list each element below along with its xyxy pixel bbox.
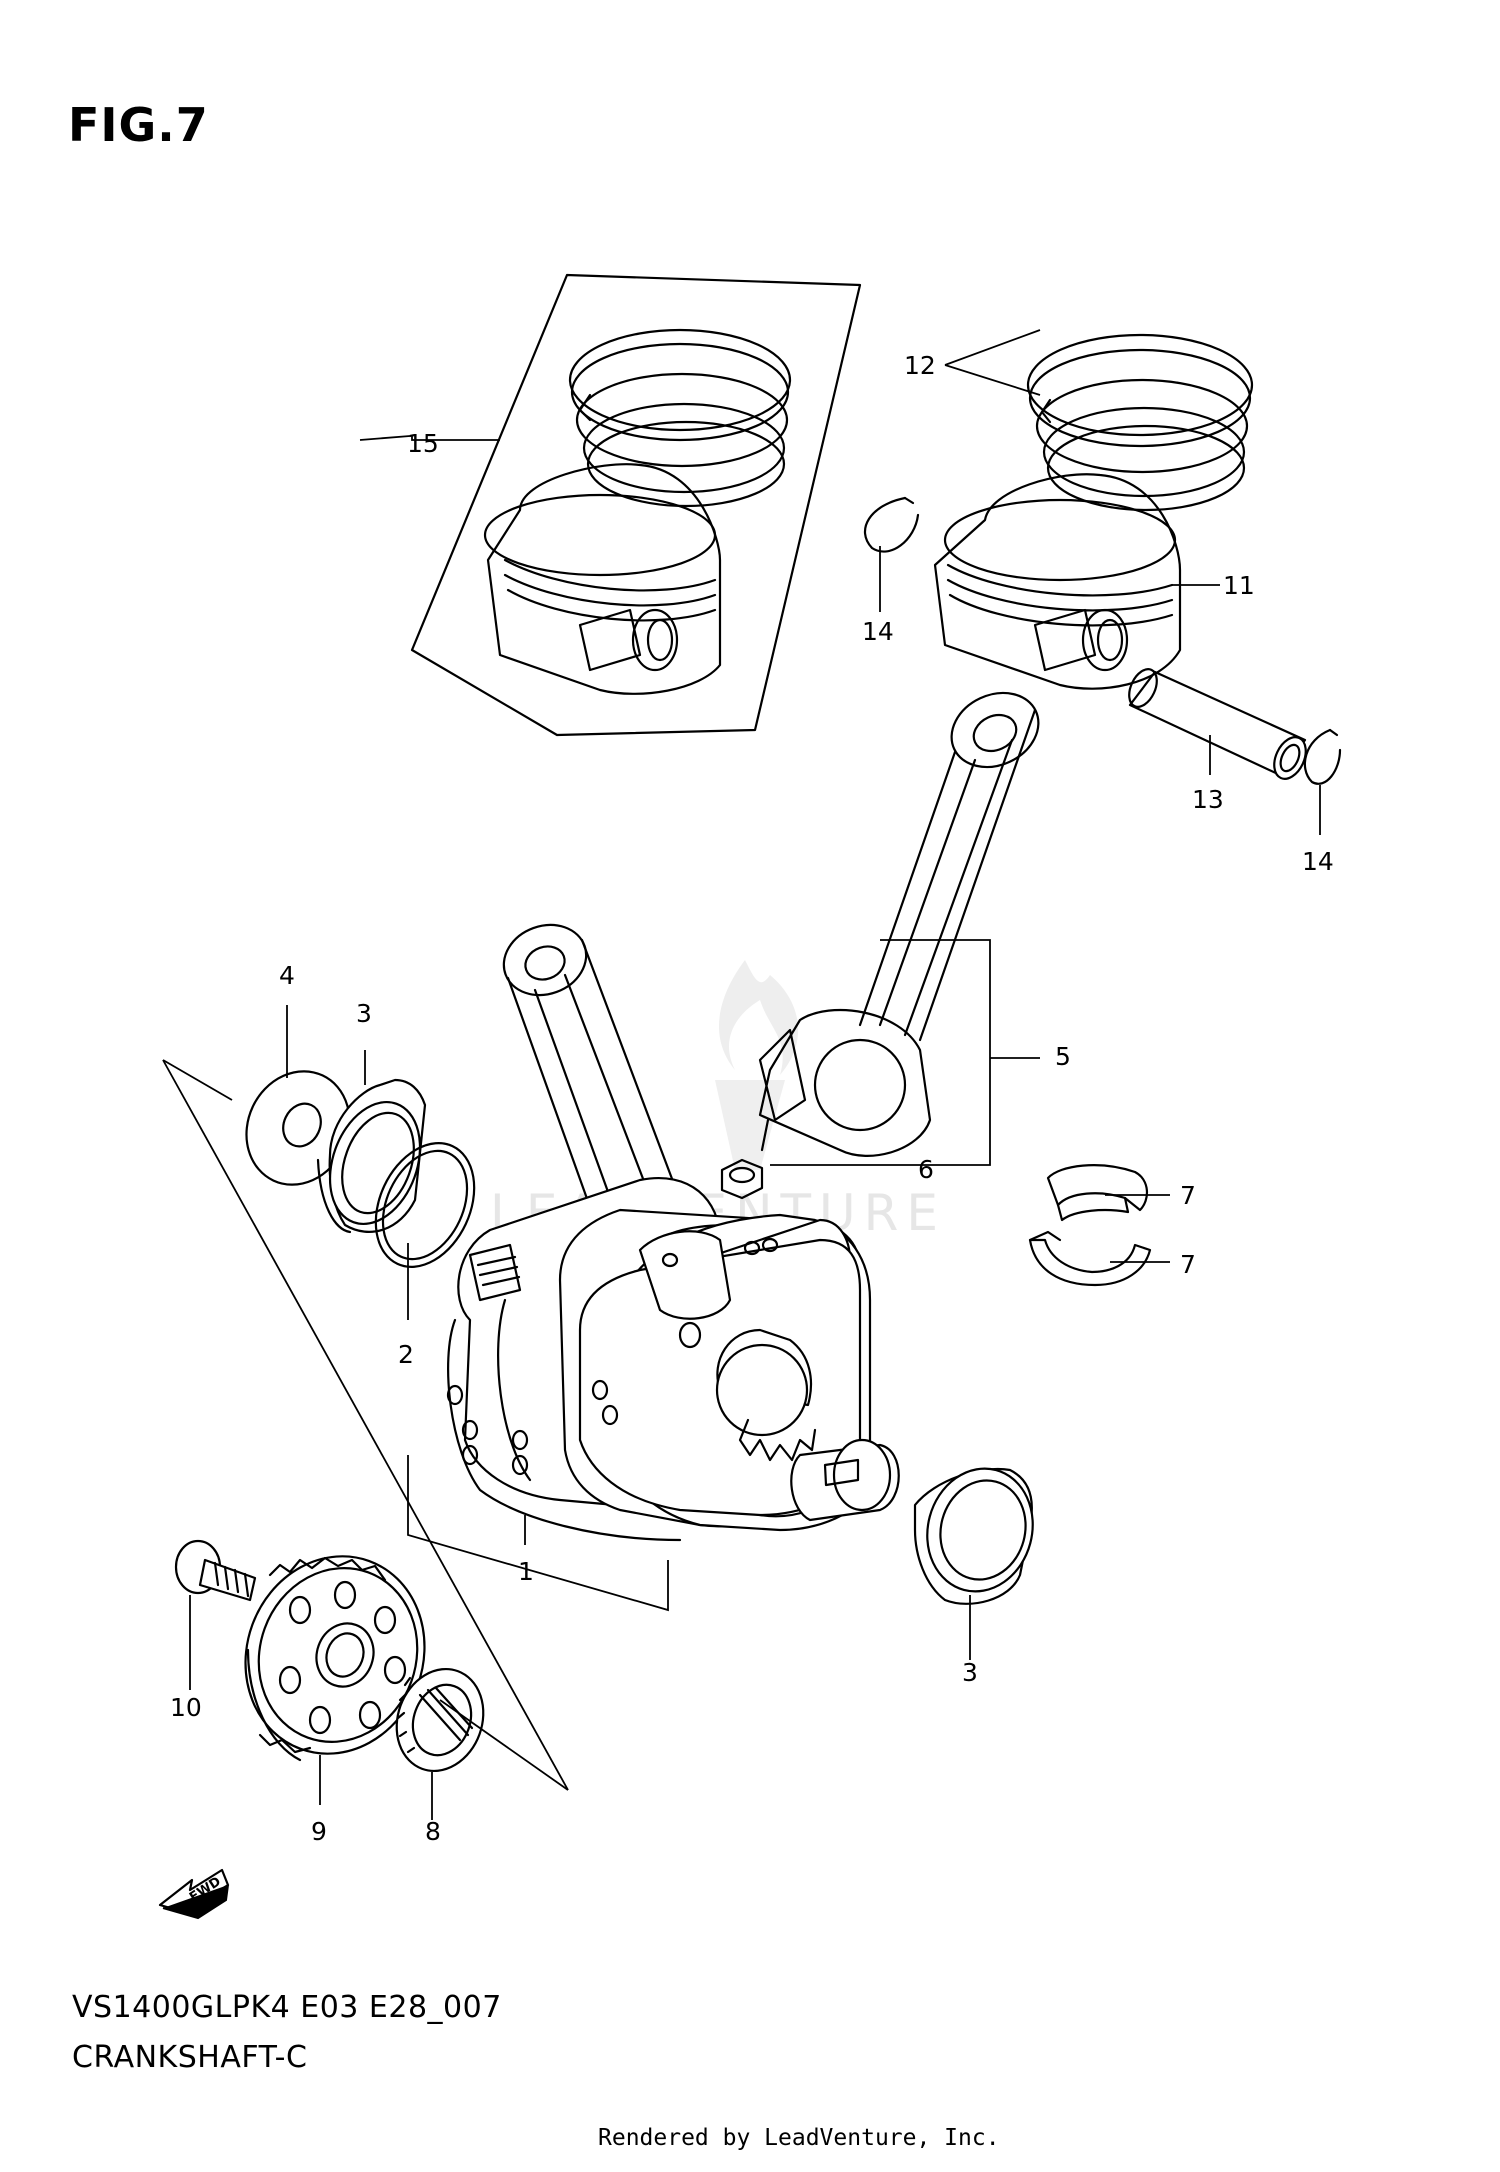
main-bearing-lower-part [913, 1467, 1034, 1605]
main-bearing-upper-part [316, 1078, 427, 1234]
leader-lines [189, 329, 1321, 1820]
piston-in-kit [483, 463, 722, 695]
callout-13: 13 [1192, 785, 1224, 814]
callout-6: 6 [918, 1155, 934, 1184]
render-credit: Rendered by LeadVenture, Inc. [598, 2125, 1000, 2151]
circlip-upper [863, 496, 920, 553]
rod-nut-part [720, 1158, 764, 1200]
figure-title: FIG.7 [68, 98, 209, 152]
connecting-rod-part [758, 691, 1040, 1157]
callout-7-lower: 7 [1180, 1250, 1196, 1279]
callout-12: 12 [904, 351, 936, 380]
fwd-arrow-icon: FWD [158, 1868, 230, 1920]
callout-3-lower: 3 [962, 1658, 978, 1687]
needle-bearing-part [395, 1667, 485, 1773]
callout-11: 11 [1223, 571, 1255, 600]
callout-2: 2 [398, 1340, 414, 1369]
crankshaft-part [446, 923, 900, 1542]
callout-7-upper: 7 [1180, 1181, 1196, 1210]
callout-8: 8 [425, 1817, 441, 1846]
thrust-washer-part [245, 1070, 351, 1186]
conrod-bearing-upper-part [1046, 1164, 1148, 1222]
gear-bolt-part [174, 1539, 257, 1602]
conrod-bearing-lower-part [1028, 1230, 1152, 1287]
model-code: VS1400GLPK4 E03 E28_007 [72, 1990, 502, 2025]
callout-3-upper: 3 [356, 999, 372, 1028]
piston-kit-group [410, 273, 862, 737]
callouts: 1 2 3 3 4 5 6 7 7 8 9 10 11 12 13 14 14 … [170, 351, 1334, 1846]
callout-14-upper: 14 [862, 617, 894, 646]
piston-part [933, 473, 1182, 690]
callout-15: 15 [407, 429, 439, 458]
assembly-bracket [162, 1059, 669, 1791]
piston-pin-part [1128, 668, 1307, 780]
flame-logo-icon [715, 960, 799, 1170]
piston-ring-set [568, 328, 792, 508]
callout-1: 1 [518, 1557, 534, 1586]
callout-9: 9 [311, 1817, 327, 1846]
piston-rings-part [1026, 333, 1254, 512]
callout-14-lower: 14 [1302, 847, 1334, 876]
callout-4: 4 [279, 961, 295, 990]
circlip-lower [1303, 728, 1342, 785]
watermark: LEADVENTURE [490, 960, 938, 1242]
shim-ring-part [374, 1141, 476, 1269]
callout-5: 5 [1055, 1042, 1071, 1071]
diagram-name: CRANKSHAFT-C [72, 2040, 308, 2075]
callout-10: 10 [170, 1693, 202, 1722]
